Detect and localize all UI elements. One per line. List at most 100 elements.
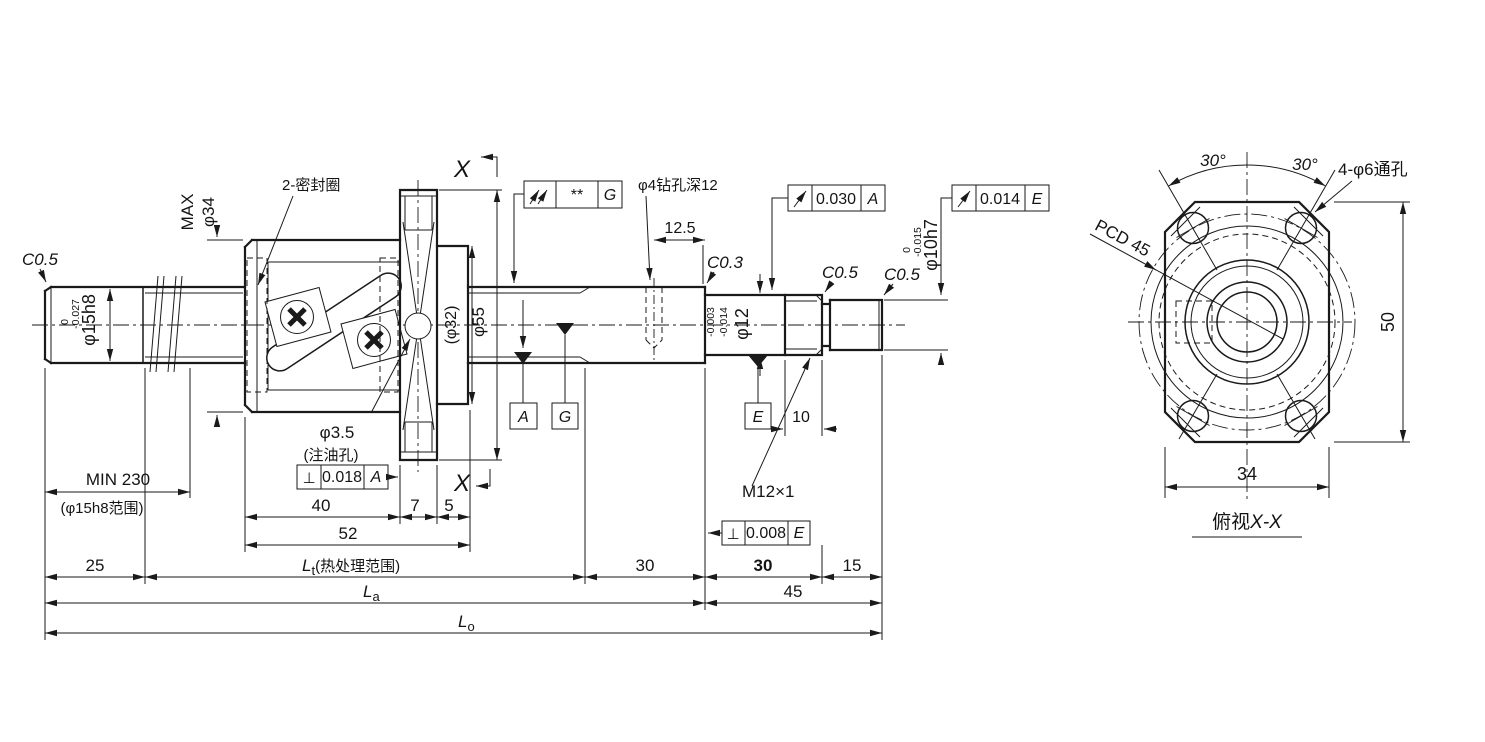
perp-tip-datum: E bbox=[794, 525, 805, 542]
dia32-label: (φ32) bbox=[443, 306, 460, 345]
dia15-tol-upper: 0 bbox=[59, 319, 71, 325]
chamfer-left-callout: C0.5 bbox=[22, 250, 58, 283]
section-label-bottom: X bbox=[453, 470, 471, 497]
thread-length: 10 bbox=[792, 409, 810, 426]
dim-34: 34 bbox=[1164, 447, 1330, 498]
dim-row-lengths: 25 Lt(热处理范围) 30 30 15 bbox=[45, 556, 882, 581]
chamfer-right-callouts: C0.5 C0.5 bbox=[822, 263, 920, 296]
break-lines bbox=[149, 275, 183, 373]
holes-note: 4-φ6通孔 bbox=[1338, 160, 1408, 179]
dim-52: 52 bbox=[339, 524, 358, 543]
angle-right: 30° bbox=[1292, 155, 1318, 174]
oil-hole-hidden bbox=[1175, 300, 1213, 344]
bolt-holes bbox=[1158, 169, 1336, 440]
perp-flange-datum: A bbox=[370, 469, 382, 486]
dim-25: 25 bbox=[86, 556, 105, 575]
dim-la: La bbox=[363, 582, 380, 604]
dim-min230-note: (φ15h8范围) bbox=[60, 500, 143, 517]
oil-hole-callout: φ3.5 (注油孔) bbox=[304, 338, 411, 464]
perp-tip-value: 0.008 bbox=[746, 525, 786, 542]
total-runout-icon bbox=[529, 189, 548, 205]
dim-30b: 30 bbox=[754, 556, 773, 575]
drill-note: φ4钻孔深12 bbox=[638, 177, 718, 194]
oil-hole bbox=[404, 312, 432, 340]
holes-callout: 4-φ6通孔 bbox=[1314, 160, 1408, 213]
perpendicularity-icon: ⊥ bbox=[726, 526, 739, 543]
datum-e: E bbox=[744, 355, 772, 430]
dim-5: 5 bbox=[444, 496, 453, 515]
dim-7: 7 bbox=[410, 496, 419, 515]
datum-a-label: A bbox=[517, 409, 529, 426]
max-label: MAX bbox=[178, 194, 197, 231]
view-caption: 俯视X-X bbox=[1192, 511, 1302, 538]
dia15-label: φ15h8 bbox=[79, 294, 99, 346]
oil-dia: φ3.5 bbox=[320, 423, 355, 442]
max-dia-callout: MAX φ34 bbox=[178, 194, 243, 427]
dia12-tol-upper: -0.003 bbox=[705, 307, 717, 337]
drilled-hole-hidden bbox=[645, 287, 663, 349]
dia15-callout: 0 -0.027 φ15h8 bbox=[59, 289, 114, 361]
dia10-tol-upper: 0 bbox=[901, 247, 913, 253]
dia12-label: φ12 bbox=[732, 308, 752, 340]
flange-outline bbox=[1163, 200, 1331, 444]
dim-min230-label: MIN 230 bbox=[86, 470, 150, 489]
dim-50: 50 bbox=[1334, 201, 1410, 443]
angle-dims: 30° 30° bbox=[1168, 151, 1326, 187]
gdt-frame-total-runout: ** G bbox=[510, 180, 623, 283]
dia32-dia55-dims: (φ32) φ55 bbox=[439, 189, 502, 461]
section-x-markers: X X bbox=[453, 153, 498, 497]
dim-40: 40 bbox=[312, 496, 331, 515]
dim-row-40-7-5: 40 7 5 bbox=[245, 496, 470, 521]
dim-34-label: 34 bbox=[1237, 464, 1257, 484]
angle-left: 30° bbox=[1200, 151, 1226, 170]
dim-row-lo: Lo bbox=[45, 612, 882, 637]
runout-mid-datum: A bbox=[867, 191, 879, 208]
dia15-tol-lower: -0.027 bbox=[70, 299, 82, 329]
dim-lo: Lo bbox=[458, 612, 475, 634]
gdt-frame-runout-mid: 0.030 A bbox=[768, 184, 886, 290]
dim-50-label: 50 bbox=[1378, 312, 1398, 332]
main-view: X X 2-密封圈 MAX φ34 C0.5 0 -0.027 φ15h8 ** bbox=[22, 153, 1050, 640]
extension-lines bbox=[44, 355, 883, 640]
seal-hidden-right bbox=[379, 257, 399, 393]
runout-tip-value: 0.014 bbox=[980, 191, 1020, 208]
pcd-label: PCD 45 bbox=[1092, 216, 1153, 261]
runout-total-value: ** bbox=[571, 187, 583, 204]
dim-min230: MIN 230 (φ15h8范围) bbox=[45, 470, 190, 517]
oil-note: (注油孔) bbox=[304, 447, 359, 464]
phillips-screw-icon bbox=[357, 323, 391, 357]
drill-callout: φ4钻孔深12 12.5 bbox=[638, 177, 718, 284]
datum-triangle-icon bbox=[556, 323, 574, 335]
shaft-outline bbox=[43, 285, 884, 365]
section-label-top: X bbox=[453, 156, 471, 183]
dia12-tol-lower: -0.014 bbox=[718, 307, 730, 337]
circular-runout-icon bbox=[957, 190, 971, 208]
dim-row-52: 52 bbox=[245, 524, 470, 549]
datum-triangle-icon bbox=[748, 355, 768, 367]
concentric-circles bbox=[1138, 213, 1356, 431]
nut-flange bbox=[398, 188, 470, 462]
dia55-label: φ55 bbox=[469, 307, 488, 337]
chamfer-thread-label: C0.5 bbox=[822, 263, 858, 282]
seal-callout: 2-密封圈 bbox=[257, 177, 340, 286]
dim-45: 45 bbox=[784, 582, 803, 601]
gdt-frame-perp-flange: ⊥ 0.018 A bbox=[296, 464, 398, 490]
thread-callout: M12×1 10 bbox=[742, 357, 837, 501]
runout-tip-datum: E bbox=[1032, 191, 1043, 208]
dia10-tol-lower: -0.015 bbox=[912, 227, 924, 257]
dim-12-5: 12.5 bbox=[664, 220, 695, 237]
thread-label: M12×1 bbox=[742, 482, 794, 501]
runout-total-datum: G bbox=[604, 187, 616, 204]
dia10-label: φ10h7 bbox=[921, 219, 941, 271]
dim-30a: 30 bbox=[636, 556, 655, 575]
datum-triangle-icon bbox=[514, 352, 532, 364]
chamfer-c03-label: C0.3 bbox=[707, 253, 743, 272]
seal-hidden-left bbox=[246, 257, 268, 393]
side-centerlines bbox=[1128, 152, 1352, 500]
dia10-callout: 0 -0.015 φ10h7 bbox=[884, 219, 948, 365]
max-dia: φ34 bbox=[199, 197, 218, 227]
gdt-frame-perp-tip: ⊥ 0.008 E bbox=[708, 520, 811, 546]
caption-text: 俯视X-X bbox=[1212, 511, 1283, 533]
datum-g-label: G bbox=[559, 409, 571, 426]
